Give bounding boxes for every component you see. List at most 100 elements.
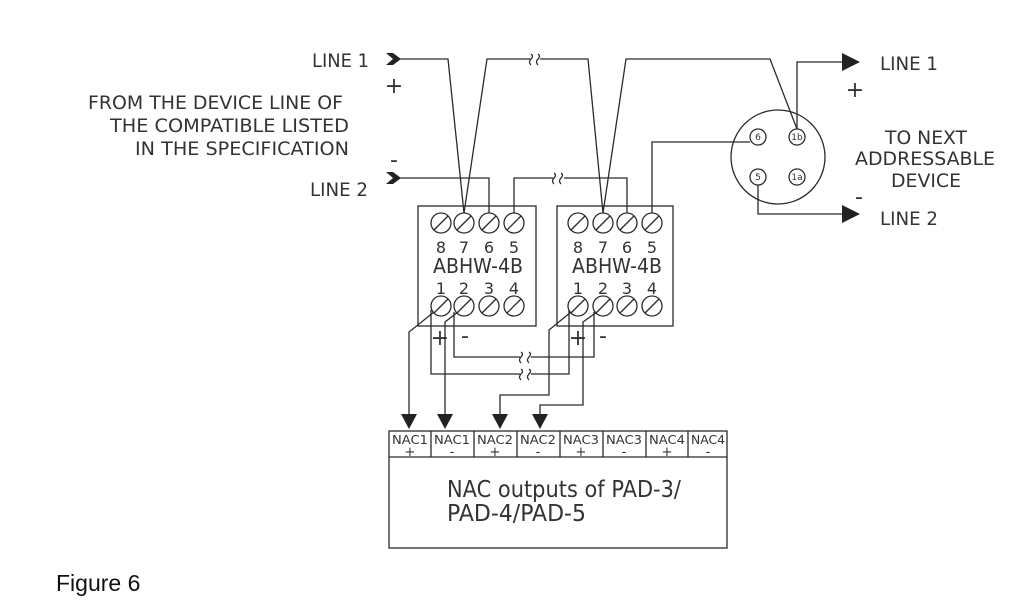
module-1: 8 7 6 5 ABHW-4B 1 2 3 4 + - [417, 205, 537, 351]
nac-terminal: NAC2 - [520, 433, 556, 460]
terminal-number: 5 [509, 238, 519, 257]
connector-pin-label: 5 [755, 173, 761, 183]
wire-output-line1 [796, 61, 843, 129]
connector-pin-label: 6 [755, 133, 761, 143]
lower-wiring [408, 310, 598, 416]
terminal-number: 4 [509, 279, 519, 298]
connector-pin-6 [749, 128, 767, 146]
terminal-number: 6 [622, 238, 632, 257]
terminal-number: 1 [573, 279, 583, 298]
output-line2-label: LINE 2 [880, 208, 938, 230]
nac1-minus-arrow-icon [437, 414, 453, 429]
wire-line1-loop-b [540, 58, 604, 214]
module-outline [556, 205, 674, 327]
nac-panel-title-line1: NAC outputs of PAD-3/ [447, 477, 681, 503]
terminal-6 [478, 212, 500, 234]
wire-output-line2 [757, 185, 843, 215]
nac-terminal-name: NAC1 [392, 433, 428, 447]
terminal-3 [616, 295, 638, 317]
wire-break-icon [518, 368, 532, 381]
wire-line2-loop-b [564, 177, 628, 213]
wire-m2-t2-nac2-minus [539, 311, 598, 416]
nac-terminal-polarity: - [536, 445, 541, 460]
nac-terminal-name: NAC1 [434, 433, 470, 447]
nac-terminal: NAC1 + [392, 433, 428, 460]
wire-m1-t2-m2-t2-a [453, 312, 520, 358]
terminal-8 [430, 212, 452, 234]
terminal-7 [453, 212, 475, 234]
connector-pin-label: 1a [791, 173, 802, 183]
connector-pin-1a [788, 168, 806, 186]
output-minus-label: - [599, 324, 607, 349]
nac2-minus-arrow-icon [532, 414, 548, 429]
nac-terminal-polarity: - [706, 445, 711, 460]
wire-break-icon [518, 351, 532, 364]
wire-break-icon [551, 172, 564, 185]
nac-terminal-polarity: + [662, 445, 673, 460]
terminal-number: 1 [436, 279, 446, 298]
module-model-label: ABHW-4B [572, 254, 662, 278]
terminal-number: 2 [459, 279, 469, 298]
nac-terminal-polarity: + [490, 445, 501, 460]
terminal-number: 2 [598, 279, 608, 298]
terminal-4 [503, 295, 525, 317]
input-line2-chevron-icon [386, 172, 401, 184]
wire-line1-loop-a [463, 58, 530, 214]
nac-terminal-name: NAC4 [691, 433, 725, 447]
wire-line2-loop-a [513, 177, 553, 213]
nac-terminal-name: NAC3 [563, 433, 599, 447]
terminal-number: 3 [622, 279, 632, 298]
terminal-number: 7 [598, 238, 608, 257]
nac-panel-outline [388, 430, 728, 549]
input-line1-chevron-icon [386, 53, 401, 65]
nac-panel-title-line2: PAD-4/PAD-5 [447, 501, 586, 527]
input-line2-polarity: - [390, 148, 398, 173]
terminal-number: 8 [573, 238, 583, 257]
output-plus-label: + [569, 326, 587, 351]
nac-panel: NAC1 + NAC1 - NAC2 + NAC2 - NAC3 + NAC3 … [388, 430, 728, 549]
figure-caption: Figure 6 [56, 570, 140, 596]
nac-terminal: NAC3 + [563, 433, 599, 460]
wire-m1-t2-m2-t2-b [531, 312, 595, 358]
output-labels: LINE 1 + TO NEXT ADDRESSABLE DEVICE - LI… [846, 53, 995, 230]
terminal-2 [592, 295, 614, 317]
nac1-plus-arrow-icon [401, 414, 417, 429]
terminal-5 [503, 212, 525, 234]
nac-terminal-polarity: + [405, 445, 416, 460]
terminal-2 [453, 295, 475, 317]
input-line2-label: LINE 2 [310, 179, 368, 201]
terminal-4 [641, 295, 663, 317]
terminal-5 [641, 212, 663, 234]
nac-terminal-polarity: + [576, 445, 587, 460]
nac-terminal: NAC3 - [606, 433, 642, 460]
wire-m1-t1-m2-t1-a [430, 310, 520, 375]
wire-line1-in [400, 58, 465, 214]
nac-terminal-name: NAC2 [477, 433, 513, 447]
terminal-1 [430, 295, 452, 317]
terminal-number: 3 [484, 279, 494, 298]
terminal-number: 6 [484, 238, 494, 257]
wire-m2-t1-nac2-plus [499, 311, 572, 416]
nac-terminal-polarity: - [622, 445, 627, 460]
output-dest-text-line1: TO NEXT [884, 127, 967, 149]
terminal-number: 4 [647, 279, 657, 298]
module-2: 8 7 6 5 ABHW-4B 1 2 3 4 + - [556, 205, 674, 351]
nac-terminal-name: NAC2 [520, 433, 556, 447]
wire-line2-out [651, 141, 750, 213]
upper-wiring [400, 53, 798, 214]
terminal-number: 7 [459, 238, 469, 257]
output-plus-label: + [431, 326, 449, 351]
wire-m1-t1-m2-t1-b [531, 310, 570, 375]
input-source-text-line3: IN THE SPECIFICATION [135, 138, 349, 160]
wire-line2-in [400, 177, 490, 213]
terminal-7 [592, 212, 614, 234]
input-source-text-line2: THE COMPATIBLE LISTED [109, 115, 349, 137]
output-dest-text-line3: DEVICE [891, 170, 961, 192]
connector-outline [730, 109, 826, 205]
nac-terminal: NAC4 + [649, 433, 685, 460]
nac2-plus-arrow-icon [492, 414, 508, 429]
output-line1-label: LINE 1 [880, 53, 938, 75]
connector-pin-label: 1b [791, 133, 803, 143]
input-line1-label: LINE 1 [312, 50, 369, 72]
